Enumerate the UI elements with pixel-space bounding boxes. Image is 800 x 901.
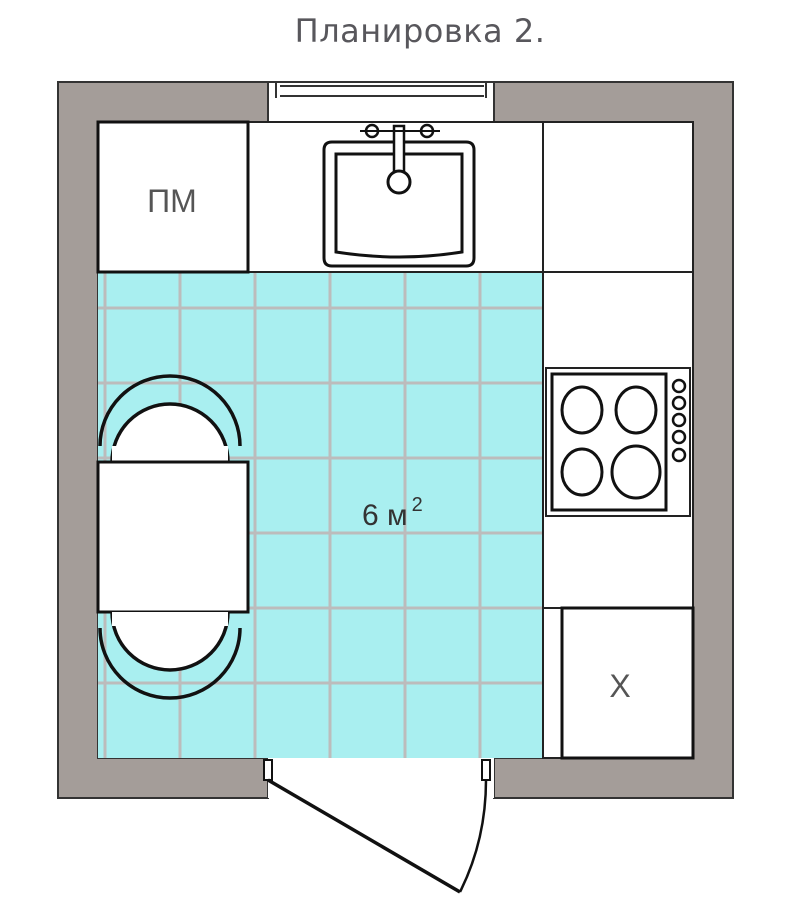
stove-knobs [671,378,687,463]
dishwasher-label: ПМ [147,183,197,219]
chair-top [98,374,242,464]
table [96,460,250,614]
area-value: 6 м [362,499,408,532]
stove [545,367,691,517]
burners [560,385,662,500]
plan-title: Планировка 2. [295,12,546,50]
area-superscript: 2 [412,494,423,516]
area-label: 6 м 2 [362,494,423,532]
dining-set [96,374,250,700]
chair-bottom [98,611,242,700]
door [263,758,494,894]
fridge-label: Х [609,668,630,704]
fridge: Х [542,606,695,760]
dishwasher: ПМ [96,120,250,274]
window [267,81,495,123]
sink [322,123,476,268]
